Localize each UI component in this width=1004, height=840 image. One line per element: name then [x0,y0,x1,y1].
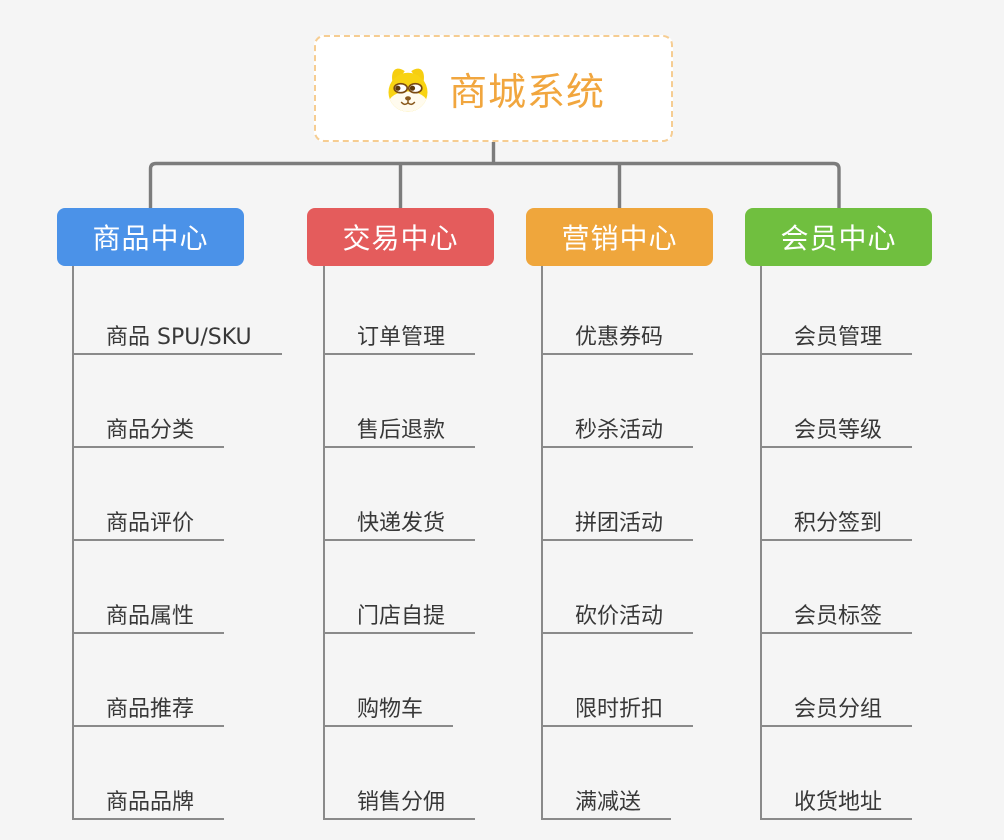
branch-node-member-center[interactable]: 会员中心 [745,208,932,266]
branch-label: 营销中心 [561,222,678,255]
topic-node[interactable]: 商品评价 [74,448,225,541]
root-branch-connectors [148,142,841,208]
topic-node[interactable]: 商品属性 [74,541,225,634]
topic-node[interactable]: 会员标签 [762,541,913,634]
branch-label: 交易中心 [342,222,459,255]
topic-node[interactable]: 门店自提 [325,541,476,634]
topic-node[interactable]: 购物车 [325,634,454,727]
topic-node[interactable]: 商品分类 [74,355,225,448]
topic-node[interactable]: 会员分组 [762,634,913,727]
root-title: 商城系统 [448,70,605,114]
root-node[interactable]: 商城系统 [314,35,673,142]
branch-node-marketing-center[interactable]: 营销中心 [526,208,713,266]
topic-node[interactable]: 砍价活动 [543,541,694,634]
branch-label: 商品中心 [92,222,209,255]
topic-node[interactable]: 商品 SPU/SKU [74,266,282,355]
dog-face-icon [388,68,428,112]
branch-children-trade-center: 订单管理 售后退款 快递发货 门店自提 购物车 销售分佣 [323,266,476,820]
topic-node[interactable]: 售后退款 [325,355,476,448]
topic-node[interactable]: 秒杀活动 [543,355,694,448]
branch-children-member-center: 会员管理 会员等级 积分签到 会员标签 会员分组 收货地址 [760,266,913,820]
topic-node[interactable]: 商品品牌 [74,727,225,820]
connector-path [148,142,841,208]
branch-node-product-center[interactable]: 商品中心 [57,208,244,266]
topic-node[interactable]: 限时折扣 [543,634,694,727]
topic-node[interactable]: 商品推荐 [74,634,225,727]
topic-node[interactable]: 销售分佣 [325,727,476,820]
topic-node[interactable]: 积分签到 [762,448,913,541]
topic-node[interactable]: 收货地址 [762,727,913,820]
topic-node[interactable]: 订单管理 [325,266,476,355]
topic-node[interactable]: 满减送 [543,727,672,820]
topic-node[interactable]: 快递发货 [325,448,476,541]
topic-node[interactable]: 会员管理 [762,266,913,355]
topic-node[interactable]: 拼团活动 [543,448,694,541]
branch-node-trade-center[interactable]: 交易中心 [307,208,494,266]
branch-children-marketing-center: 优惠券码 秒杀活动 拼团活动 砍价活动 限时折扣 满减送 [541,266,694,820]
topic-node[interactable]: 会员等级 [762,355,913,448]
topic-node[interactable]: 优惠券码 [543,266,694,355]
branch-label: 会员中心 [780,222,897,255]
branch-children-product-center: 商品 SPU/SKU 商品分类 商品评价 商品属性 商品推荐 商品品牌 [72,266,282,820]
